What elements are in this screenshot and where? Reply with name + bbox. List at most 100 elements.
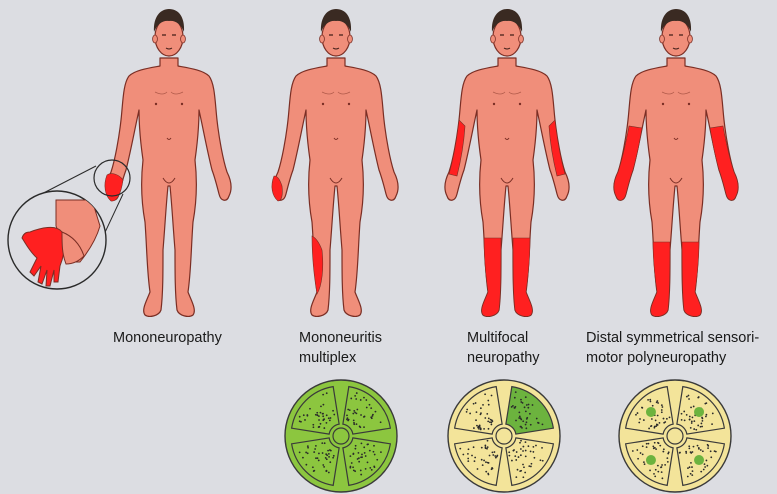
axon-dot xyxy=(520,399,522,401)
axon-dot xyxy=(643,419,645,421)
axon-dot xyxy=(522,450,524,452)
axon-dot xyxy=(536,418,538,420)
axon-dot xyxy=(356,409,358,411)
axon-dot xyxy=(705,416,707,418)
axon-dot xyxy=(662,406,664,408)
axon-dot xyxy=(705,402,707,404)
caption-line: Mononeuritis xyxy=(299,328,382,348)
body-figure-mononeuropathy xyxy=(105,9,231,316)
axon-dot xyxy=(347,417,349,419)
axon-dot xyxy=(367,461,369,463)
affected-region-both-lower-legs-and-feet xyxy=(651,242,702,316)
nipple xyxy=(181,103,183,105)
axon-dot xyxy=(355,398,357,400)
axon-dot xyxy=(701,426,703,428)
axon-dot xyxy=(358,461,360,463)
axon-dot xyxy=(649,470,651,472)
axon-dot xyxy=(681,413,683,415)
axon-dot xyxy=(374,466,376,468)
axon-dot xyxy=(494,455,496,457)
axon-dot xyxy=(525,424,527,426)
axon-dot xyxy=(369,450,371,452)
axon-dot xyxy=(307,445,309,447)
axon-dot xyxy=(522,402,524,404)
axon-dot xyxy=(354,412,356,414)
axon-dot xyxy=(365,455,367,457)
axon-dot xyxy=(347,420,349,422)
axon-dot xyxy=(350,398,352,400)
axon-dot xyxy=(363,426,365,428)
axon-dot xyxy=(525,410,527,412)
axon-dot xyxy=(706,465,708,467)
axon-dot xyxy=(307,447,309,449)
axon-dot xyxy=(520,440,522,442)
axon-dot xyxy=(488,462,490,464)
axon-dot xyxy=(641,407,643,409)
axon-dot xyxy=(697,425,699,427)
axon-dot xyxy=(480,407,482,409)
axon-dot xyxy=(350,466,352,468)
axon-dot xyxy=(528,445,530,447)
axon-dot xyxy=(492,454,494,456)
axon-dot xyxy=(654,426,656,428)
axon-dot xyxy=(702,450,704,452)
axon-dot xyxy=(328,472,330,474)
axon-dot xyxy=(476,425,478,427)
caption-mononeuritis-multiplex: Mononeuritis multiplex xyxy=(299,328,382,368)
axon-dot xyxy=(373,451,375,453)
axon-dot xyxy=(520,448,522,450)
axon-dot xyxy=(519,415,521,417)
axon-dot xyxy=(693,420,695,422)
ear xyxy=(181,35,186,43)
axon-dot xyxy=(666,457,668,459)
axon-dot xyxy=(474,457,476,459)
axon-dot xyxy=(323,427,325,429)
caption-mononeuropathy: Mononeuropathy xyxy=(113,328,222,348)
axon-dot xyxy=(691,466,693,468)
axon-dot xyxy=(688,445,690,447)
axon-dot xyxy=(524,406,526,408)
axon-dot xyxy=(318,419,320,421)
nipple xyxy=(322,103,324,105)
axon-dot xyxy=(487,400,489,402)
damaged-patch xyxy=(694,455,704,465)
axon-dot xyxy=(486,413,488,415)
axon-dot xyxy=(706,414,708,416)
axon-dot xyxy=(520,419,522,421)
axon-dot xyxy=(322,452,324,454)
axon-dot xyxy=(488,418,490,420)
axon-dot xyxy=(328,417,330,419)
axon-dot xyxy=(474,460,476,462)
axon-dot xyxy=(360,470,362,472)
axon-dot xyxy=(477,468,479,470)
axon-dot xyxy=(698,396,700,398)
axon-dot xyxy=(484,417,486,419)
axon-dot xyxy=(687,476,689,478)
axon-dot xyxy=(526,404,528,406)
axon-dot xyxy=(635,414,637,416)
axon-dot xyxy=(706,460,708,462)
axon-dot xyxy=(663,422,665,424)
nipple xyxy=(519,103,521,105)
axon-dot xyxy=(320,405,322,407)
affected-region-right-hand xyxy=(105,174,123,201)
fascicle xyxy=(292,387,340,435)
axon-dot xyxy=(704,466,706,468)
axon-dot xyxy=(315,457,317,459)
axon-dot xyxy=(322,404,324,406)
body-silhouette xyxy=(107,58,231,316)
axon-dot xyxy=(318,460,320,462)
axon-dot xyxy=(661,471,663,473)
caption-line: Mononeuropathy xyxy=(113,328,222,348)
axon-dot xyxy=(466,409,468,411)
axon-dot xyxy=(314,448,316,450)
ear xyxy=(519,35,524,43)
axon-dot xyxy=(367,443,369,445)
axon-dot xyxy=(352,413,354,415)
axon-dot xyxy=(375,411,377,413)
axon-dot xyxy=(691,420,693,422)
axon-dot xyxy=(318,426,320,428)
axon-dot xyxy=(466,411,468,413)
